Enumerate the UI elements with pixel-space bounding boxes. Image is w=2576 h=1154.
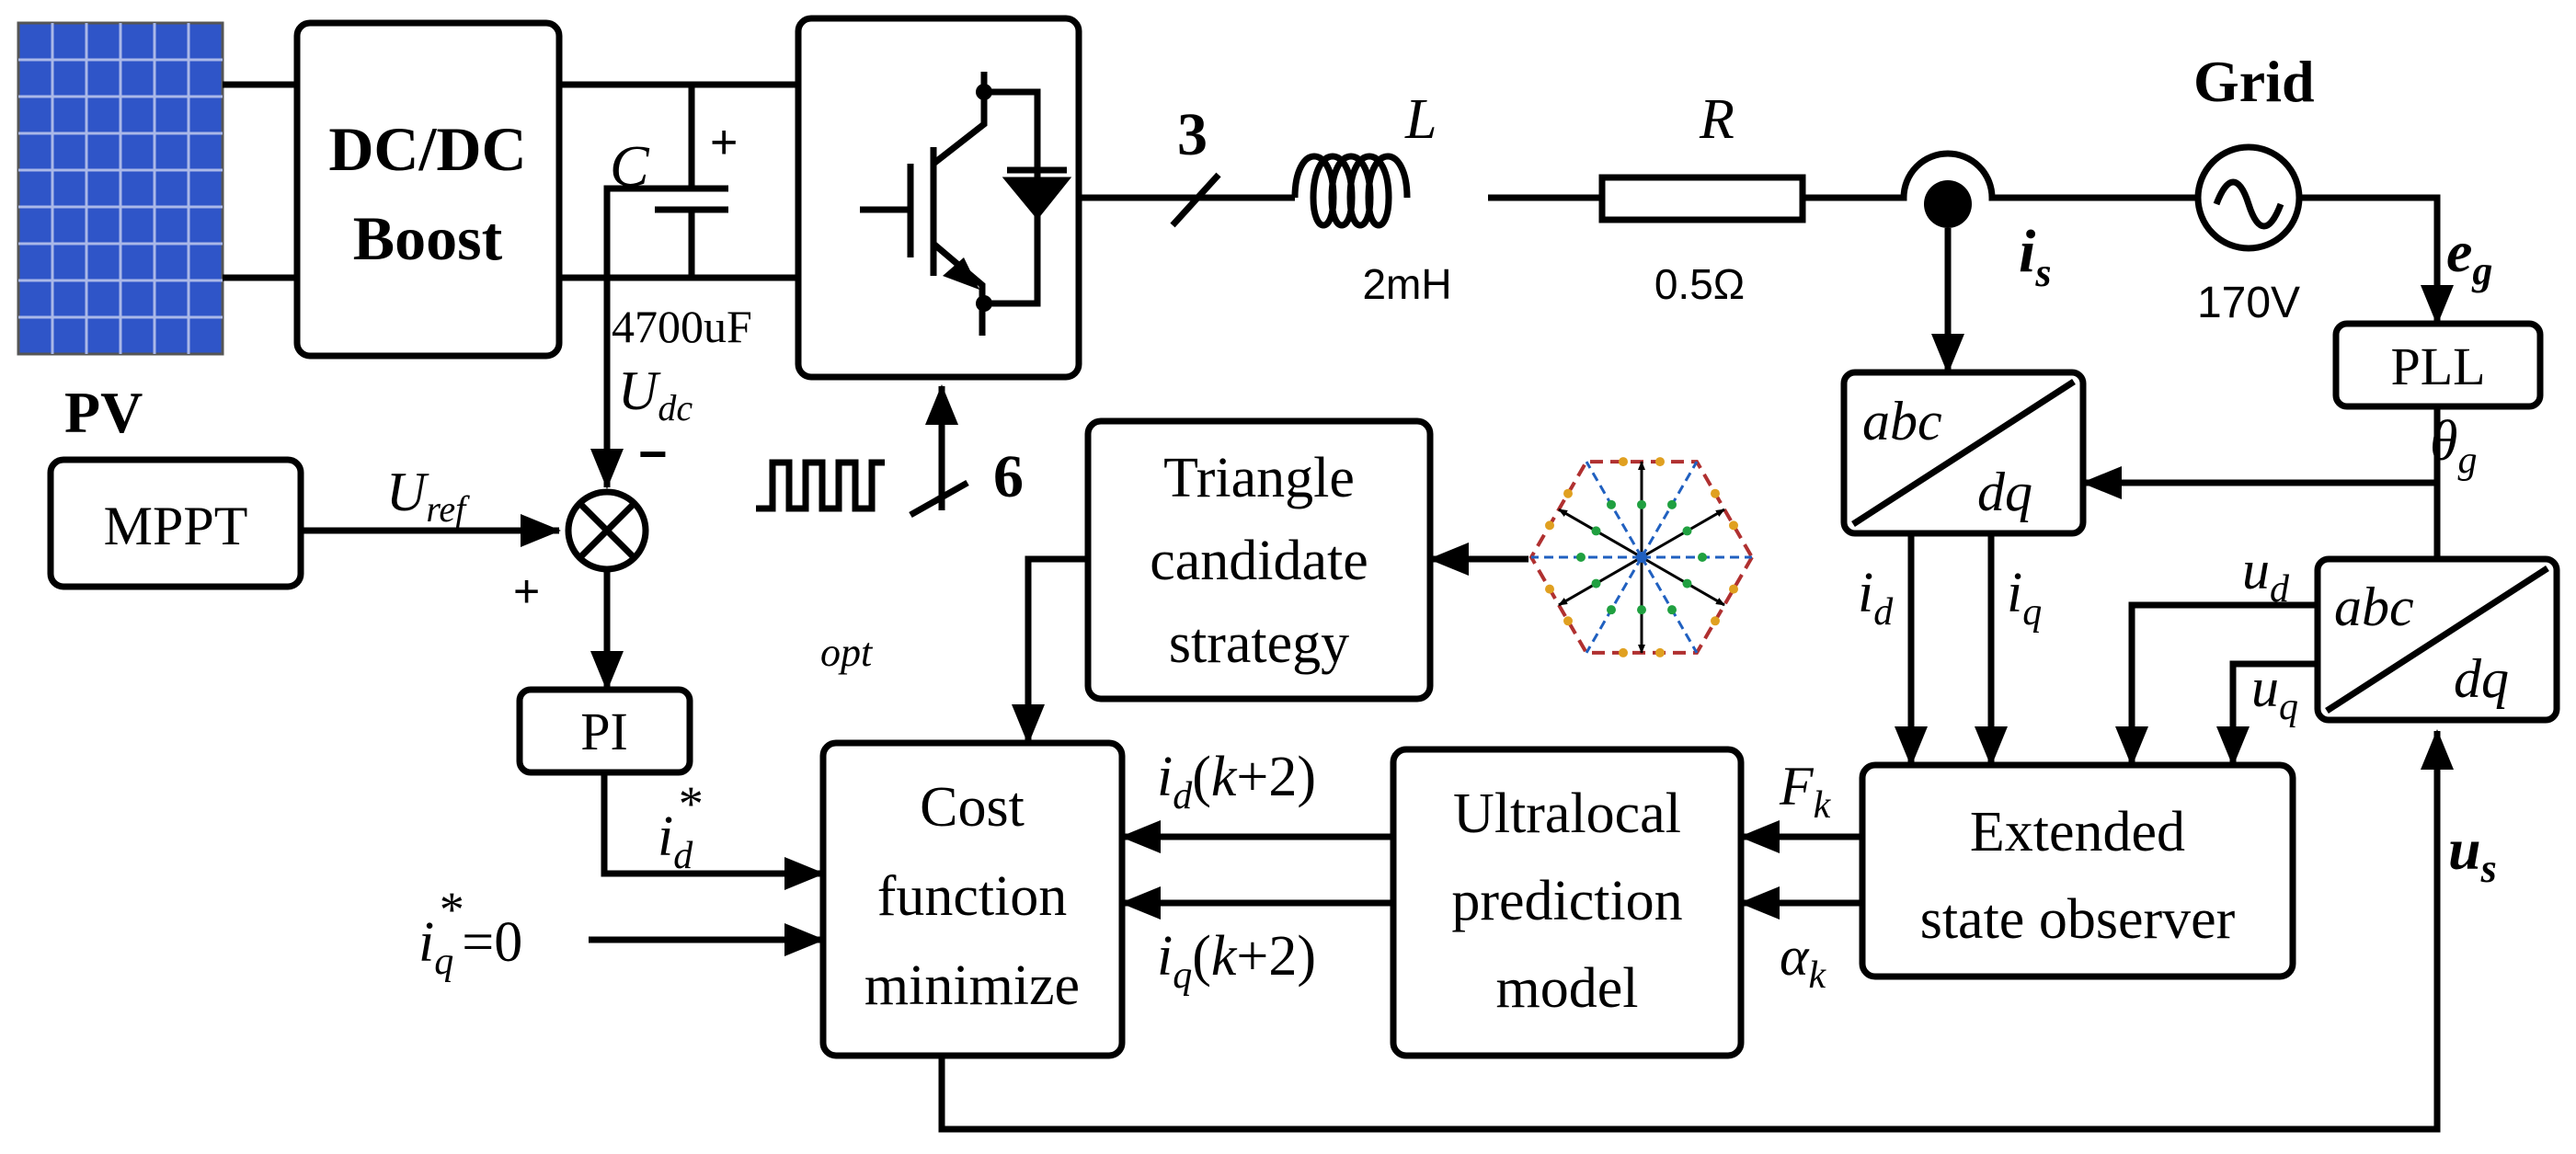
- ud-label: ud: [2242, 540, 2290, 611]
- abc-dq-2-top: abc: [2334, 577, 2414, 637]
- switch-bus-slash: [909, 479, 969, 519]
- resistor-value: 0.5Ω: [1654, 260, 1745, 308]
- mppt-block: [47, 456, 304, 590]
- mppt-label: MPPT: [104, 496, 248, 556]
- triangle-to-cost-line: [1012, 555, 1088, 745]
- triangle-line3: strategy: [1169, 612, 1349, 675]
- alpha-label: αk: [1780, 926, 1827, 997]
- grid-voltage: 170V: [2197, 279, 2300, 327]
- current-sensor-dot: [1924, 180, 1972, 228]
- iq-ref-label: iq*=0: [418, 882, 522, 983]
- pv-panel: [17, 21, 224, 356]
- uq-label: uq: [2251, 657, 2298, 728]
- dc-bus-wires: [559, 81, 798, 281]
- ultralocal-line3: model: [1496, 957, 1639, 1020]
- sum-plus: +: [513, 566, 540, 617]
- sine-icon: [2213, 178, 2284, 230]
- ac-line-3: [1803, 150, 2198, 201]
- eg-label: eg: [2446, 219, 2492, 293]
- iq-label: iq: [2007, 562, 2042, 634]
- eso-line2: state observer: [1920, 888, 2236, 951]
- id-label: id: [1858, 562, 1894, 634]
- ultralocal-line2: prediction: [1451, 870, 1682, 932]
- abc-dq-1-diagonal: [1851, 379, 2076, 527]
- udc-label: Udc: [618, 360, 693, 428]
- capacitor-symbol: [655, 85, 728, 278]
- grid-label: Grid: [2193, 49, 2315, 114]
- phase-slash: [1170, 172, 1221, 228]
- udc-feedback-line: [590, 185, 655, 489]
- cost-line2: function: [877, 865, 1068, 928]
- abc-dq-1-bottom: dq: [1977, 462, 2032, 522]
- igbt-symbol: [860, 72, 1072, 336]
- capacitor-plus: +: [710, 116, 738, 169]
- pv-label: PV: [64, 380, 143, 445]
- ultralocal-line1: Ultralocal: [1453, 783, 1681, 845]
- id-ref-line: [601, 772, 825, 890]
- iqk-label: iq(k+2): [1157, 925, 1316, 997]
- sopt-label: opt: [820, 630, 874, 675]
- phase-count-label: 3: [1177, 101, 1208, 168]
- idk-label: id(k+2): [1157, 746, 1316, 817]
- theta-label: θg: [2430, 410, 2477, 482]
- us-feedback-line: [938, 729, 2454, 1133]
- id-ref-label: id*: [658, 776, 701, 877]
- abc-dq-2-diagonal: [2325, 566, 2549, 714]
- uref-label: Uref: [386, 462, 470, 530]
- abc-dq-2-bottom: dq: [2454, 648, 2509, 709]
- capacitor-value: 4700uF: [612, 301, 752, 352]
- boost-line2: Boost: [353, 203, 503, 273]
- inductor-label: L: [1404, 88, 1437, 151]
- is-label: is: [2019, 218, 2051, 295]
- extended-state-observer-block: [1859, 761, 2296, 980]
- voltage-vector-hexagon-icon: [1528, 457, 1755, 657]
- us-label: us: [2448, 817, 2497, 891]
- inductor-value: 2mH: [1362, 260, 1451, 308]
- uq-line: [2216, 660, 2318, 767]
- pi-label: PI: [580, 702, 628, 761]
- pll-label: PLL: [2390, 337, 2485, 396]
- boost-line1: DC/DC: [328, 114, 526, 184]
- ud-line: [2115, 601, 2318, 767]
- eso-line1: Extended: [1970, 801, 2185, 863]
- pv-wires: [223, 81, 297, 281]
- pwm-signal-icon: [756, 459, 885, 512]
- cost-line1: Cost: [920, 776, 1025, 839]
- dcdc-boost-block: [293, 19, 563, 360]
- resistor-label: R: [1699, 88, 1735, 151]
- eg-line: [2299, 194, 2454, 326]
- triangle-line1: Triangle: [1163, 447, 1355, 509]
- resistor-symbol: [1598, 174, 1806, 223]
- fk-label: Fk: [1779, 756, 1832, 827]
- summing-junction: [565, 488, 649, 573]
- triangle-line2: candidate: [1150, 530, 1368, 592]
- udc-minus: −: [638, 427, 668, 482]
- cost-line3: minimize: [864, 954, 1080, 1017]
- switch-count-label: 6: [993, 443, 1024, 510]
- abc-dq-1-top: abc: [1862, 391, 1942, 451]
- inductor-symbol: [1291, 153, 1411, 229]
